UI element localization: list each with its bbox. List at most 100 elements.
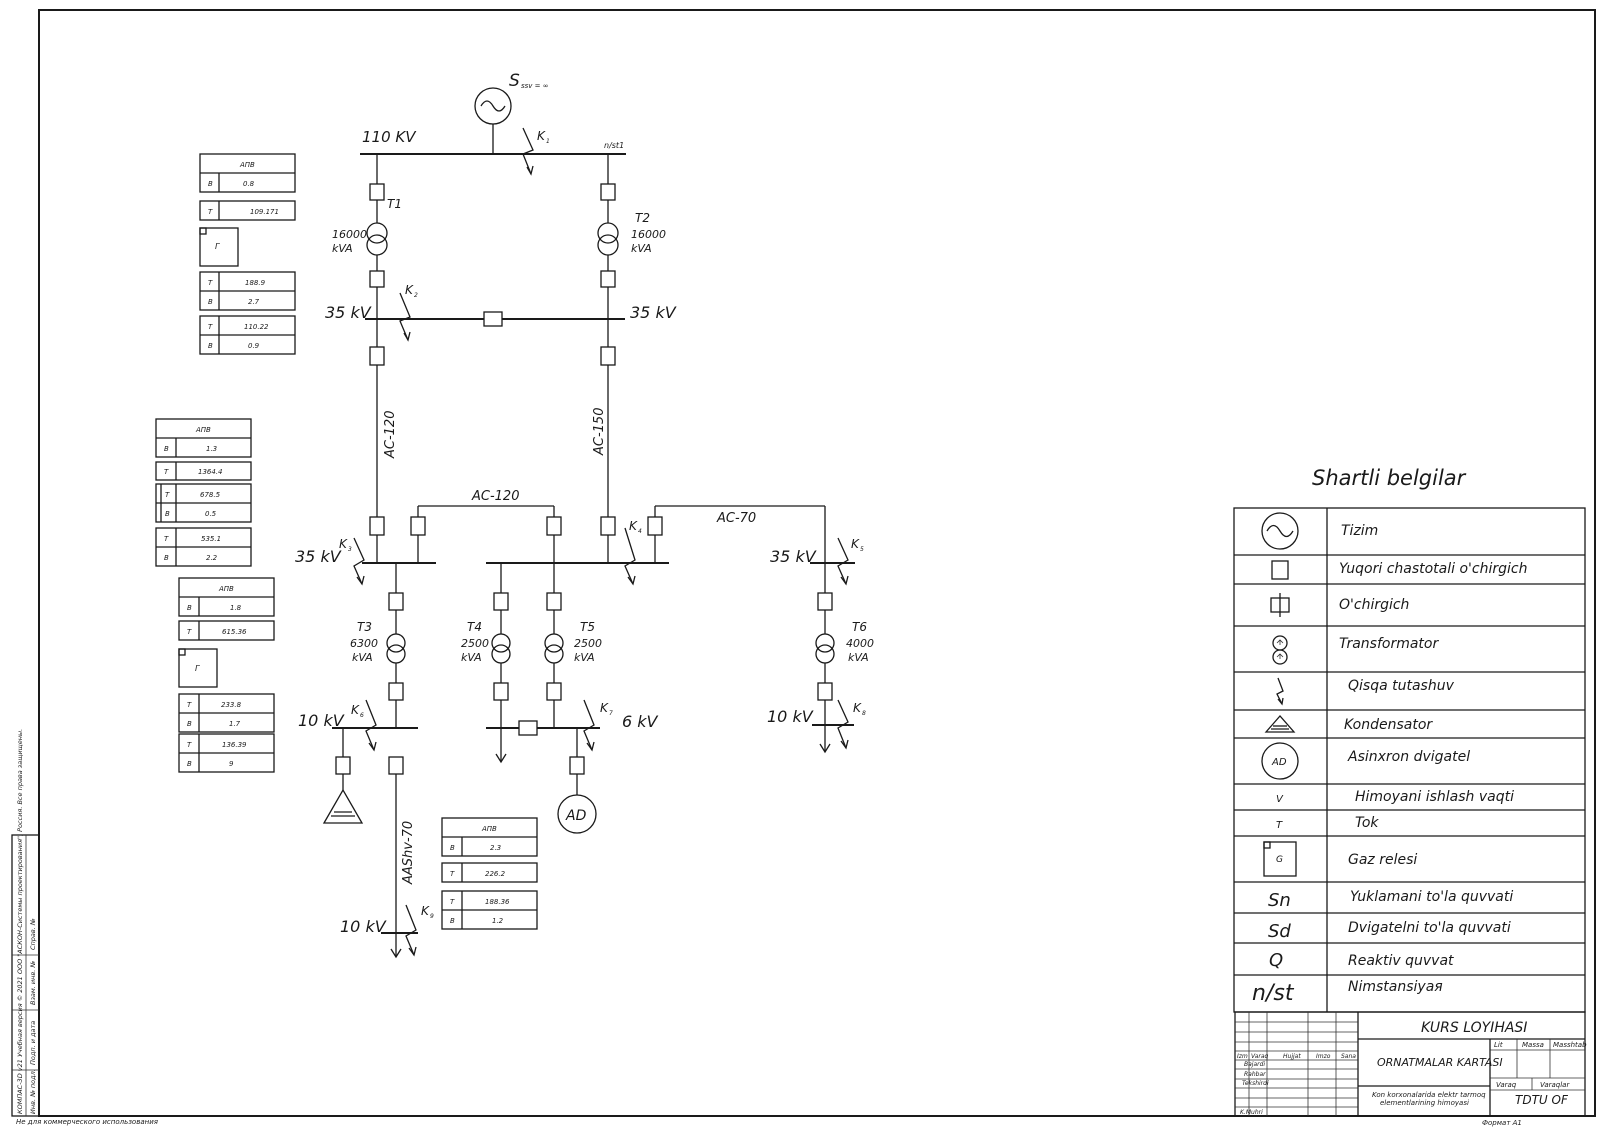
legend-label-8: Tok bbox=[1355, 815, 1379, 831]
relay-group-3: АПВ B 1.8 T 615.36 Г T 233.8 B 1.7 T 136… bbox=[178, 577, 275, 773]
svg-text:B: B bbox=[164, 554, 169, 562]
title-block: Izm Varaq Hujjat Imzo Sana Bajardi Rahba… bbox=[1234, 1011, 1587, 1127]
svg-text:Tekshirdi: Tekshirdi bbox=[1242, 1080, 1269, 1087]
svg-text:5: 5 bbox=[860, 546, 864, 553]
transformer-t4-icon bbox=[491, 633, 511, 653]
svg-text:B: B bbox=[208, 298, 213, 306]
svg-text:T: T bbox=[164, 468, 169, 476]
svg-text:AD: AD bbox=[565, 808, 587, 824]
svg-text:1: 1 bbox=[546, 138, 550, 145]
capacitor-icon bbox=[322, 788, 364, 824]
bus35-right-label: 35 kV bbox=[630, 303, 677, 322]
svg-text:Izm: Izm bbox=[1237, 1053, 1248, 1060]
relay-group-1: АПВ B 0.8 T 109.171 Г T 188.9 B 2.7 T 11… bbox=[199, 153, 296, 355]
svg-text:kVA: kVA bbox=[574, 651, 595, 664]
svg-text:B: B bbox=[208, 342, 213, 350]
svg-text:Masshtab: Masshtab bbox=[1553, 1041, 1587, 1049]
line-ac120-tie-label: AC-120 bbox=[471, 489, 519, 504]
legend-label-7: Himoyani ishlash vaqti bbox=[1355, 789, 1514, 805]
svg-text:B: B bbox=[187, 760, 192, 768]
svg-text:T: T bbox=[450, 898, 455, 906]
short-circuit-k1-icon bbox=[522, 127, 534, 175]
svg-text:B: B bbox=[450, 917, 455, 925]
svg-text:226.2: 226.2 bbox=[485, 870, 506, 878]
bus35-left-label: 35 kV bbox=[325, 303, 372, 322]
t1-unit: kVA bbox=[332, 242, 353, 255]
svg-text:B: B bbox=[164, 445, 169, 453]
svg-text:Kon korxonalarida elektr tarmo: Kon korxonalarida elektr tarmoq bbox=[1372, 1091, 1486, 1099]
svg-text:AAShv-70: AAShv-70 bbox=[401, 821, 416, 885]
sectional-breaker-35kv bbox=[483, 311, 503, 327]
svg-text:Г: Г bbox=[195, 664, 200, 673]
side-stamp-c1: Инв. № подл. bbox=[29, 1069, 37, 1114]
svg-text:1.8: 1.8 bbox=[230, 604, 242, 612]
t1-power: 16000 bbox=[332, 228, 367, 241]
legend-label-1: Yuqori chastotali o'chirgich bbox=[1339, 561, 1527, 577]
fault-k1: K bbox=[537, 129, 546, 143]
svg-text:Varaq: Varaq bbox=[1496, 1081, 1517, 1089]
legend-label-10: Yuklamani to'la quvvati bbox=[1350, 889, 1513, 905]
hf-breaker-icon bbox=[1271, 560, 1289, 580]
svg-text:K: K bbox=[351, 703, 360, 717]
svg-text:AD: AD bbox=[1271, 757, 1287, 768]
hf-breaker-t2-hv bbox=[600, 183, 616, 201]
svg-text:Varaqlar: Varaqlar bbox=[1540, 1081, 1570, 1089]
svg-text:188.36: 188.36 bbox=[485, 898, 510, 906]
bus35-b1-label: 35 kV bbox=[295, 547, 342, 566]
motor-ad-icon bbox=[557, 794, 597, 834]
svg-text:T: T bbox=[450, 870, 455, 878]
legend-label-5: Kondensator bbox=[1344, 717, 1433, 733]
svg-text:K: K bbox=[851, 537, 860, 551]
svg-text:T3: T3 bbox=[357, 620, 372, 634]
substation-icon: n/st bbox=[1252, 981, 1295, 1006]
legend-label-13: Nimstansiyaя bbox=[1348, 979, 1443, 995]
bus-110-label: 110 KV bbox=[362, 128, 417, 146]
short-circuit-k7-icon bbox=[583, 699, 595, 751]
transformer-t3-icon bbox=[386, 633, 406, 653]
legend-label-4: Qisqa tutashuv bbox=[1348, 678, 1455, 694]
svg-text:B: B bbox=[450, 844, 455, 852]
svg-text:8: 8 bbox=[862, 710, 866, 717]
svg-text:0.5: 0.5 bbox=[205, 510, 217, 518]
svg-text:Hujjat: Hujjat bbox=[1283, 1053, 1301, 1060]
svg-text:АПВ: АПВ bbox=[218, 585, 234, 593]
svg-text:3: 3 bbox=[348, 546, 352, 553]
side-stamp-c2: Подп. и дата bbox=[29, 1021, 37, 1065]
svg-text:T: T bbox=[187, 628, 192, 636]
svg-text:109.171: 109.171 bbox=[250, 208, 279, 216]
svg-text:6: 6 bbox=[360, 712, 364, 719]
svg-text:T: T bbox=[187, 741, 192, 749]
svg-text:2500: 2500 bbox=[461, 637, 489, 650]
short-circuit-k9-icon bbox=[405, 904, 417, 956]
svg-text:9: 9 bbox=[430, 913, 434, 920]
svg-text:1.7: 1.7 bbox=[229, 720, 241, 728]
title-project: KURS LOYIHASI bbox=[1421, 1020, 1527, 1036]
line-ac70-label: AC-70 bbox=[716, 511, 756, 526]
system-sub: ssv = ∞ bbox=[521, 82, 549, 90]
reactive-power-icon: Q bbox=[1269, 950, 1283, 971]
svg-text:T: T bbox=[208, 279, 213, 287]
side-stamp-c3: Взам. инв. № bbox=[29, 961, 37, 1005]
svg-text:Bajardi: Bajardi bbox=[1244, 1061, 1265, 1068]
svg-text:T4: T4 bbox=[467, 620, 482, 634]
svg-text:136.39: 136.39 bbox=[222, 741, 247, 749]
legend-label-11: Dvigatelni to'la quvvati bbox=[1348, 920, 1511, 936]
svg-text:10 kV: 10 kV bbox=[340, 917, 387, 936]
svg-text:АПВ: АПВ bbox=[195, 426, 211, 434]
svg-text:Формат A1: Формат A1 bbox=[1482, 1119, 1522, 1127]
svg-text:0.8: 0.8 bbox=[243, 180, 255, 188]
svg-text:2500: 2500 bbox=[574, 637, 602, 650]
svg-text:K: K bbox=[405, 283, 414, 297]
svg-text:4000: 4000 bbox=[846, 637, 874, 650]
svg-text:T: T bbox=[165, 491, 170, 499]
svg-text:Lit: Lit bbox=[1494, 1041, 1503, 1049]
svg-text:АПВ: АПВ bbox=[239, 161, 255, 169]
svg-text:2.7: 2.7 bbox=[248, 298, 260, 306]
svg-text:10 kV: 10 kV bbox=[298, 711, 345, 730]
short-circuit-k8-icon bbox=[837, 699, 849, 749]
short-circuit-k5-icon bbox=[837, 537, 849, 585]
svg-text:1364.4: 1364.4 bbox=[198, 468, 223, 476]
legend-label-6: Asinxron dvigatel bbox=[1347, 749, 1470, 765]
svg-text:7: 7 bbox=[609, 710, 613, 717]
